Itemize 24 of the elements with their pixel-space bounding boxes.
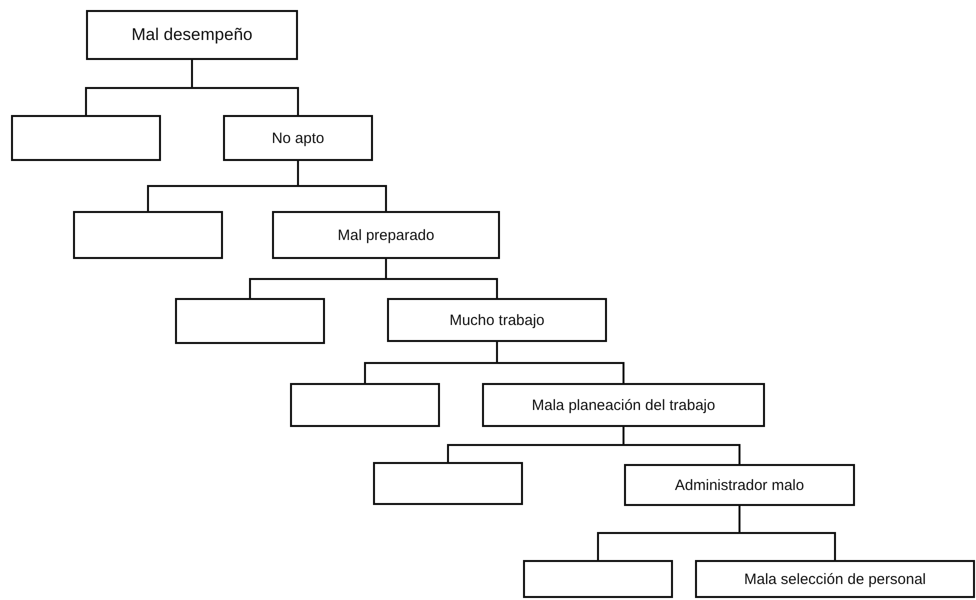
empty-box [73, 211, 223, 259]
node-label: Mal preparado [338, 226, 434, 244]
tree-box [223, 115, 373, 161]
node-label: Administrador malo [674, 476, 804, 494]
tree-box [482, 383, 765, 427]
connector-line [622, 427, 740, 464]
empty-box [373, 462, 523, 505]
node-label: Mala selección de personal [744, 570, 926, 588]
empty-box [11, 115, 161, 161]
empty-box [523, 560, 673, 598]
node-label: Mala planeación del trabajo [532, 396, 716, 414]
connector-line [496, 342, 624, 383]
tree-box [695, 560, 975, 598]
connector-line [297, 161, 387, 211]
tree-box [387, 298, 607, 342]
empty-box [175, 298, 325, 344]
tree-box [272, 211, 500, 259]
connector-line [738, 506, 836, 560]
empty-box [290, 383, 440, 427]
tree-box [624, 464, 855, 506]
node-label: No apto [272, 130, 324, 146]
tree-box [86, 10, 298, 60]
node-label: Mal desempeño [132, 25, 252, 45]
node-label: Mucho trabajo [449, 312, 545, 328]
